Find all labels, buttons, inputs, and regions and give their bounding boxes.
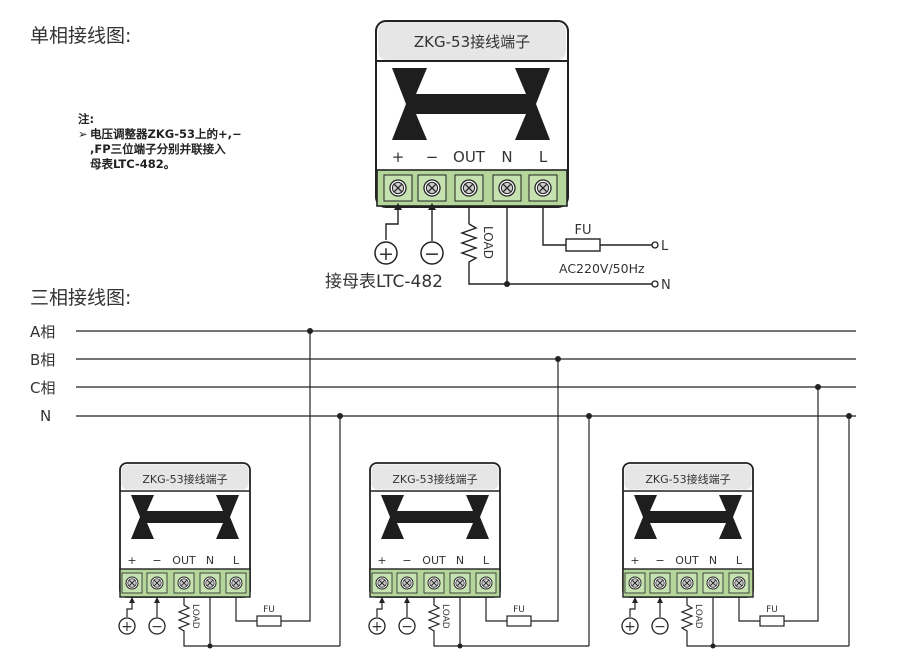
module-2-terminal-minus: − (402, 554, 411, 567)
single-terminal-minus: − (426, 148, 439, 166)
single-supply-label: AC220V/50Hz (559, 261, 645, 276)
module-1-h-logo (131, 495, 239, 539)
single-plus-sign: + (378, 243, 394, 265)
single-terminal-plus: + (392, 148, 405, 166)
module-1-title: ZKG-53接线端子 (142, 472, 227, 486)
module-3-minus-sign: − (654, 619, 666, 635)
bus-lines (76, 330, 856, 417)
module-3-load-label: LOAD (693, 604, 703, 629)
module-1-plus-sign: + (121, 619, 133, 635)
module-1-terminal-minus: − (152, 554, 161, 567)
module-2-screw-1 (375, 576, 389, 590)
module-1-screw-5 (229, 576, 243, 590)
module-2-screw-5 (479, 576, 493, 590)
module-3-screw-5 (732, 576, 746, 590)
module-3-screw-3 (680, 576, 694, 590)
single-module-title: ZKG-53接线端子 (414, 33, 530, 51)
note-heading: 注: (78, 112, 95, 126)
module-3-terminal-n: N (709, 554, 717, 567)
module-1-minus-sign: − (151, 619, 163, 635)
module-2-plus-sign: + (371, 619, 383, 635)
three-phase-title: 三相接线图: (30, 287, 131, 309)
single-meter-label: 接母表LTC-482 (325, 272, 443, 292)
module-1-plus-symbol: + (118, 617, 136, 635)
module-3-plus-sign: + (624, 619, 636, 635)
module-1-screw-3 (177, 576, 191, 590)
single-line-l-label: L (661, 239, 669, 254)
bus-label-c: C相 (30, 379, 55, 397)
module-3-terminal-minus: − (655, 554, 664, 567)
single-terminal-l: L (539, 148, 548, 166)
module-2-terminal-l: L (483, 554, 490, 567)
module-3-minus-symbol: − (651, 617, 669, 635)
bus-label-a: A相 (30, 323, 55, 341)
note-line-1: 电压调整器ZKG-53上的+,− (90, 127, 242, 141)
module-2-plus-symbol: + (368, 617, 386, 635)
single-wiring (385, 206, 652, 285)
single-terminal-out: OUT (453, 148, 486, 166)
note-arrow-icon: ➢ (78, 127, 88, 141)
module-2-screw-2 (400, 576, 414, 590)
module-1-load-label: LOAD (190, 604, 200, 629)
single-minus-sign: − (424, 243, 440, 265)
module-3-terminal-plus: + (630, 554, 639, 567)
single-terminal-screws (383, 174, 558, 202)
module-2-wiring (376, 359, 590, 647)
module-1-minus-symbol: − (148, 617, 166, 635)
single-minus-symbol: − (420, 241, 444, 265)
module-2-title: ZKG-53接线端子 (392, 472, 477, 486)
module-3-fuse-label: FU (766, 605, 778, 615)
bus-labels: A相 B相 C相 N (30, 323, 55, 425)
module-2-minus-sign: − (401, 619, 413, 635)
module-2-screw-4 (453, 576, 467, 590)
module-3-wiring (629, 387, 850, 647)
note-line-3: 母表LTC-482。 (90, 157, 176, 171)
module-2-fuse-label: FU (513, 605, 525, 615)
module-1-fuse-label: FU (263, 605, 275, 615)
module-3-screw-4 (706, 576, 720, 590)
module-2-load-label: LOAD (440, 604, 450, 629)
single-terminal-n: N (501, 148, 512, 166)
single-module-h-logo (392, 68, 550, 140)
module-1-screw-4 (203, 576, 217, 590)
module-3-h-logo (634, 495, 742, 539)
module-3-screw-1 (628, 576, 642, 590)
note-line-2: ,FP三位端子分别并联接入 (90, 142, 226, 156)
module-1-screw-1 (125, 576, 139, 590)
note-row: ➢ 电压调整器ZKG-53上的+,− (78, 127, 308, 142)
module-2-terminal-n: N (456, 554, 464, 567)
module-3-title: ZKG-53接线端子 (645, 472, 730, 486)
single-fuse-label: FU (575, 223, 592, 238)
module-1-terminal-n: N (206, 554, 214, 567)
module-2-terminal-out: OUT (422, 554, 446, 567)
module-3-terminal-l: L (736, 554, 743, 567)
module-1-terminal-l: L (233, 554, 240, 567)
note-box: 注: ➢ 电压调整器ZKG-53上的+,− ,FP三位端子分别并联接入 母表LT… (78, 112, 308, 172)
module-2-terminal-plus: + (377, 554, 386, 567)
bus-label-b: B相 (30, 351, 55, 369)
module-3-screw-2 (653, 576, 667, 590)
module-1-terminal-plus: + (127, 554, 136, 567)
single-line-n-label: N (661, 278, 671, 293)
single-module: ZKG-53接线端子 + − OUT N L (375, 20, 569, 208)
single-plus-symbol: + (374, 241, 398, 265)
single-terminal-labels: + − OUT N L (392, 148, 548, 166)
module-1-screw-2 (150, 576, 164, 590)
module-1-wiring (126, 331, 341, 647)
module-2-screw-3 (427, 576, 441, 590)
module-1-terminal-out: OUT (172, 554, 196, 567)
bus-label-n: N (40, 407, 51, 425)
module-2-h-logo (381, 495, 489, 539)
module-2-minus-symbol: − (398, 617, 416, 635)
single-load-label: LOAD (481, 226, 495, 259)
single-phase-title: 单相接线图: (30, 25, 131, 47)
module-3-plus-symbol: + (621, 617, 639, 635)
module-3-terminal-out: OUT (675, 554, 699, 567)
